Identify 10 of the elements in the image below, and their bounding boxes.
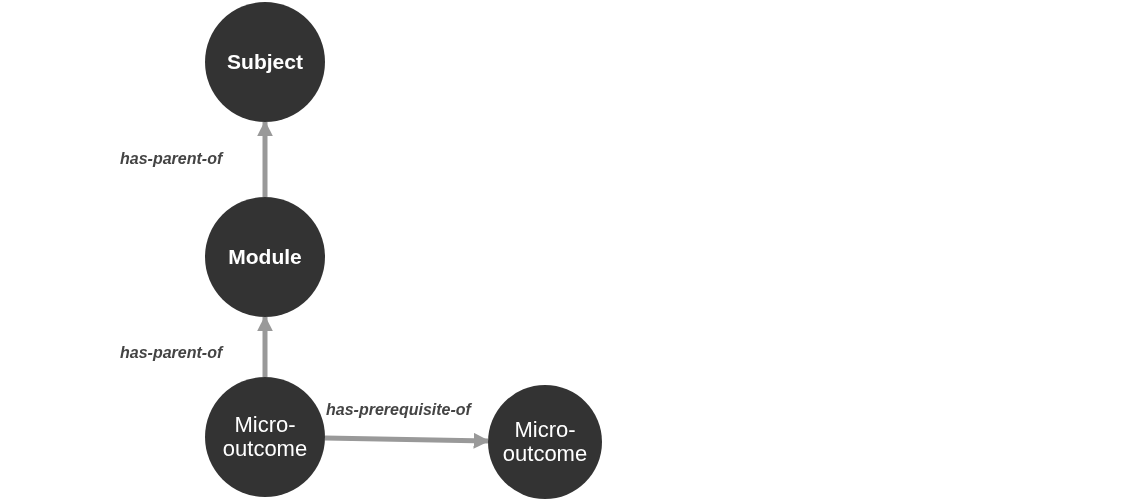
node-label: Module: [228, 245, 302, 269]
edge-label: has-parent-of: [120, 344, 223, 362]
node-label: Subject: [227, 50, 303, 74]
edge-label: has-prerequisite-of: [326, 401, 471, 419]
edge-label: has-parent-of: [120, 150, 223, 168]
node-label: Micro-outcome: [501, 417, 589, 467]
arrow: [257, 120, 273, 197]
arrow: [324, 432, 490, 449]
arrow: [257, 315, 273, 377]
node-label: Micro-outcome: [221, 412, 309, 462]
